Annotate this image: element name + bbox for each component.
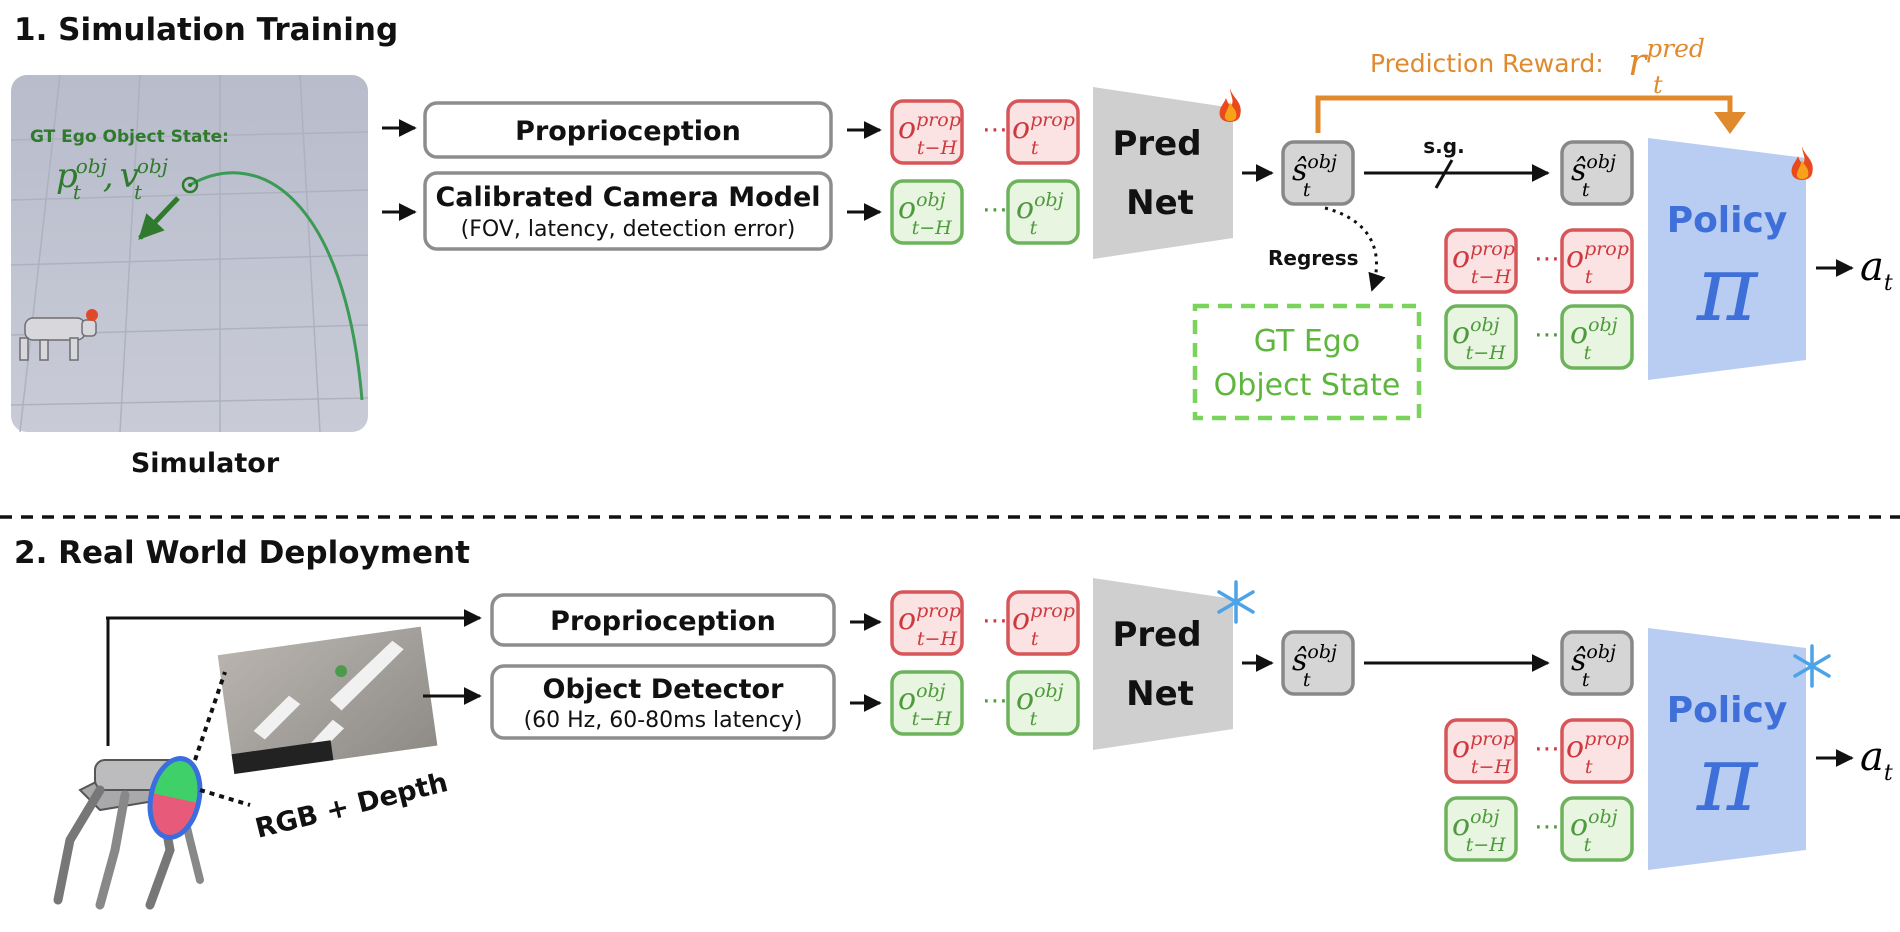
ellipsis: ⋯	[982, 195, 1008, 225]
ellipsis: ⋯	[982, 686, 1008, 716]
camera-model-sub: (FOV, latency, detection error)	[461, 217, 796, 242]
policy-symbol-real: π	[1696, 725, 1759, 832]
camera-model-title: Calibrated Camera Model	[435, 182, 820, 213]
proprioception-label-sim: Proprioception	[515, 116, 741, 147]
proprioception-box-sim	[423, 101, 833, 159]
action-real: at	[1860, 734, 1893, 786]
gt-box-label: Object State	[1214, 368, 1401, 403]
proprioception-label-real: Proprioception	[550, 606, 776, 637]
regress-label: Regress	[1268, 246, 1359, 270]
policy-sim	[1648, 138, 1806, 380]
stop-gradient-mark	[1434, 159, 1454, 189]
reward-path	[1315, 95, 1733, 133]
snowflake-icon	[1217, 580, 1255, 624]
ellipsis: ⋯	[1534, 812, 1560, 842]
fire-icon	[1791, 146, 1813, 180]
rgb-depth-image	[217, 626, 438, 775]
policy-real	[1648, 628, 1806, 870]
ellipsis: ⋯	[982, 606, 1008, 636]
proprioception-box-real	[490, 593, 836, 647]
robot-dog-image	[53, 756, 204, 910]
prednet-label-real: Pred	[1112, 615, 1201, 655]
simulator-label: Simulator	[131, 448, 280, 479]
rgb-depth-label: RGB + Depth	[252, 767, 451, 845]
fire-icon	[1219, 88, 1241, 122]
simulator-image	[10, 74, 369, 433]
object-detector-title: Object Detector	[543, 674, 785, 705]
camera-model-box	[423, 171, 833, 251]
prednet-sim	[1093, 87, 1233, 259]
object-detector-sub: (60 Hz, 60-80ms latency)	[524, 708, 803, 733]
sg-label: s.g.	[1423, 134, 1464, 158]
gt-ego-state-label: GT Ego Object State:	[30, 127, 229, 147]
section-title-real: 2. Real World Deployment	[14, 535, 470, 571]
gt-box-label: GT Ego	[1254, 324, 1360, 359]
object-detector-box	[490, 664, 836, 740]
policy-label-real: Policy	[1667, 690, 1788, 731]
ellipsis: ⋯	[1534, 320, 1560, 350]
section-title-sim: 1. Simulation Training	[14, 12, 398, 48]
policy-symbol-sim: π	[1696, 235, 1759, 342]
ellipsis: ⋯	[1534, 244, 1560, 274]
prednet-label-real: Net	[1126, 674, 1194, 714]
action-sim: at	[1860, 244, 1893, 296]
prednet-real	[1093, 578, 1233, 750]
reward-label: Prediction Reward:	[1370, 49, 1604, 78]
gt-ego-state-box	[1192, 303, 1422, 421]
reward-arrowhead	[1714, 112, 1746, 134]
policy-label-sim: Policy	[1667, 200, 1788, 241]
prednet-label-sim: Net	[1126, 183, 1194, 223]
ellipsis: ⋯	[982, 115, 1008, 145]
prednet-label-sim: Pred	[1112, 124, 1201, 164]
ellipsis: ⋯	[1534, 734, 1560, 764]
snowflake-icon	[1793, 644, 1831, 688]
